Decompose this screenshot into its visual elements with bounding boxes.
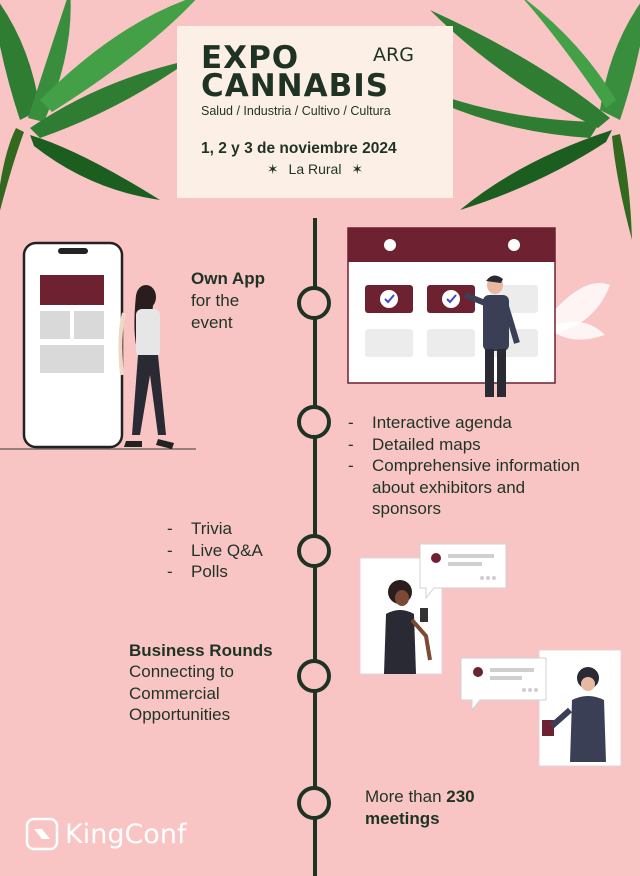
event-venue: La Rural (288, 161, 342, 177)
app-feature-list: Interactive agenda Detailed maps Compreh… (346, 412, 596, 520)
own-app-title: Own App (191, 268, 265, 290)
brand-name: KingConf (65, 818, 187, 850)
logo-tagline: Salud / Industria / Cultivo / Cultura (201, 104, 391, 118)
meetings-stat: More than 230 meetings (365, 786, 545, 829)
timeline-node (297, 786, 331, 820)
own-app-subtitle: for the event (191, 291, 240, 332)
cannabis-leaf-icon (0, 0, 640, 240)
timeline-node (297, 405, 331, 439)
logo-word-cannabis: CANNABIS (201, 68, 390, 104)
own-app-heading: Own App (191, 269, 265, 288)
kingconf-logo-icon (25, 817, 59, 851)
list-item: Interactive agenda (346, 412, 596, 434)
engagement-list: Trivia Live Q&A Polls (165, 518, 295, 583)
logo-word-expo: EXPO (201, 40, 300, 76)
chat-illustration (359, 543, 622, 767)
list-item: Trivia (165, 518, 295, 540)
event-logo-card: EXPO ARG CANNABIS Salud / Industria / Cu… (177, 26, 453, 198)
leaf-icon: ✶ (351, 161, 364, 177)
meetings-prefix: More than (365, 787, 447, 806)
kingconf-brand: KingConf (25, 816, 186, 852)
business-rounds-title: Business Rounds (129, 641, 273, 660)
timeline-node (297, 534, 331, 568)
calendar-illustration (347, 227, 610, 397)
leaf-icon: ✶ (266, 161, 279, 177)
event-venue-row: ✶ La Rural ✶ (177, 161, 453, 178)
logo-country: ARG (373, 44, 414, 66)
timeline-node (297, 659, 331, 693)
meetings-count: 230 meetings (365, 787, 475, 828)
list-item: Comprehensive information about exhibito… (346, 455, 596, 520)
business-rounds-subtitle: Connecting to Commercial Opportunities (129, 662, 234, 724)
list-item: Detailed maps (346, 434, 596, 456)
list-item: Live Q&A (165, 540, 295, 562)
list-item: Polls (165, 561, 295, 583)
event-date: 1, 2 y 3 de noviembre 2024 (201, 140, 397, 157)
timeline-node (297, 286, 331, 320)
phone-illustration (0, 241, 196, 450)
